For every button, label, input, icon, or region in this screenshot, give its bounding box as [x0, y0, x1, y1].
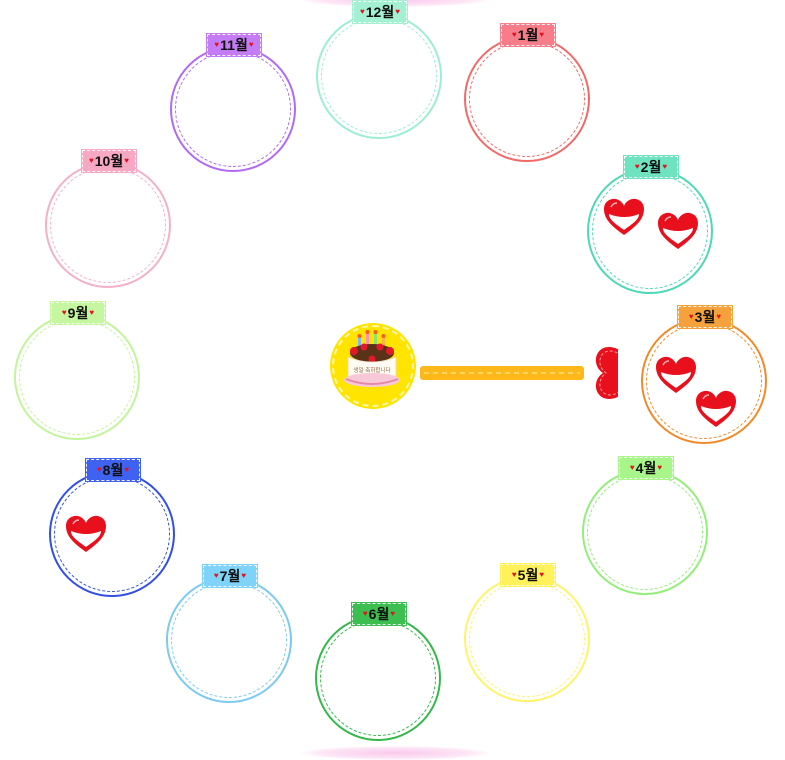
month-ring-dashed-outline — [321, 18, 437, 134]
month-label-tag: ♥12월♥ — [353, 1, 407, 23]
month-label-tag: ♥11월♥ — [207, 34, 261, 56]
small-heart-icon: ♥ — [214, 40, 220, 49]
month-ring-12: ♥12월♥ — [316, 1, 442, 139]
month-ring-dashed-outline — [19, 319, 135, 435]
month-label: 5월 — [517, 567, 539, 583]
small-heart-icon: ♥ — [539, 30, 545, 39]
small-heart-icon: ♥ — [124, 156, 129, 165]
heart-icon — [695, 390, 737, 428]
month-label: 9월 — [67, 305, 89, 321]
month-label: 10월 — [94, 153, 124, 169]
small-heart-icon: ♥ — [657, 463, 663, 472]
month-label-tag: ♥3월♥ — [678, 306, 732, 328]
small-heart-icon: ♥ — [89, 156, 94, 165]
month-ring-3: ♥3월♥ — [641, 306, 767, 444]
month-label: 6월 — [368, 606, 390, 622]
month-label-tag: ♥10월♥ — [82, 150, 136, 172]
small-heart-icon: ♥ — [241, 571, 247, 580]
small-heart-icon: ♥ — [662, 162, 668, 171]
month-ring-6: ♥6월♥ — [315, 603, 441, 741]
month-label-tag: ♥6월♥ — [352, 603, 406, 625]
month-ring-dashed-outline — [171, 582, 287, 698]
small-heart-icon: ♥ — [390, 609, 396, 618]
small-heart-icon: ♥ — [360, 7, 365, 16]
heart-icon — [657, 212, 699, 250]
heart-icon — [603, 198, 645, 236]
heart-icon — [65, 515, 107, 553]
small-heart-icon: ♥ — [61, 308, 67, 317]
heart-icon — [655, 356, 697, 394]
month-label-tag: ♥5월♥ — [501, 564, 555, 586]
month-ring-11: ♥11월♥ — [170, 34, 296, 172]
month-label-tag: ♥2월♥ — [624, 156, 678, 178]
small-heart-icon: ♥ — [511, 570, 517, 579]
small-heart-icon: ♥ — [688, 312, 694, 321]
heart-arrow-icon — [420, 347, 618, 399]
month-label: 7월 — [219, 568, 241, 584]
small-heart-icon: ♥ — [248, 40, 254, 49]
small-heart-icon: ♥ — [629, 463, 635, 472]
small-heart-icon: ♥ — [511, 30, 517, 39]
month-label: 11월 — [220, 37, 248, 53]
month-ring-dashed-outline — [320, 620, 436, 736]
month-ring-7: ♥7월♥ — [166, 565, 292, 703]
month-label: 12월 — [365, 4, 395, 20]
month-label-tag: ♥1월♥ — [501, 24, 555, 46]
month-ring-2: ♥2월♥ — [587, 156, 713, 294]
small-heart-icon: ♥ — [539, 570, 545, 579]
small-heart-icon: ♥ — [89, 308, 95, 317]
small-heart-icon: ♥ — [634, 162, 640, 171]
month-ring-dashed-outline — [50, 167, 166, 283]
month-ring-dashed-outline — [469, 41, 585, 157]
birthday-cake-icon: 생일 축하합니다 — [332, 325, 414, 407]
month-label-tag: ♥9월♥ — [51, 302, 105, 324]
small-heart-icon: ♥ — [395, 7, 400, 16]
month-ring-dashed-outline — [587, 474, 703, 590]
small-heart-icon: ♥ — [362, 609, 368, 618]
month-ring-dashed-outline — [469, 581, 585, 697]
month-ring-8: ♥8월♥ — [49, 459, 175, 597]
month-label: 2월 — [640, 159, 662, 175]
month-label-tag: ♥7월♥ — [203, 565, 257, 587]
month-ring-9: ♥9월♥ — [14, 302, 140, 440]
small-heart-icon: ♥ — [716, 312, 722, 321]
month-label: 1월 — [517, 27, 539, 43]
month-ring-1: ♥1월♥ — [464, 24, 590, 162]
small-heart-icon: ♥ — [96, 465, 102, 474]
small-heart-icon: ♥ — [213, 571, 219, 580]
month-label-tag: ♥4월♥ — [619, 457, 673, 479]
small-heart-icon: ♥ — [124, 465, 130, 474]
svg-text:생일 축하합니다: 생일 축하합니다 — [353, 366, 390, 374]
month-label-tag: ♥8월♥ — [86, 459, 140, 481]
month-label: 3월 — [694, 309, 716, 325]
bottom-decoration — [300, 746, 490, 760]
month-ring-dashed-outline — [175, 51, 291, 167]
month-ring-10: ♥10월♥ — [45, 150, 171, 288]
month-label: 4월 — [635, 460, 657, 476]
month-ring-5: ♥5월♥ — [464, 564, 590, 702]
month-ring-4: ♥4월♥ — [582, 457, 708, 595]
month-label: 8월 — [102, 462, 124, 478]
